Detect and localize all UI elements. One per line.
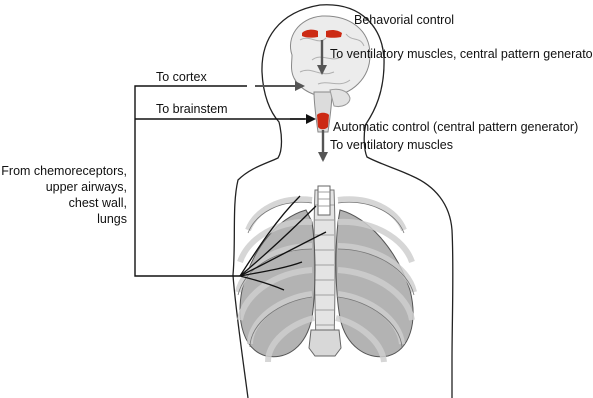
behavioral-control-label: Behavorial control [354,13,454,28]
afferent-sources-label: From chemoreceptors, upper airways, ches… [1,163,127,227]
automatic-control-label: Automatic control (central pattern gener… [333,120,578,135]
to-ventilatory-cpg-label: To ventilatory muscles, central pattern … [330,47,593,62]
lower-vertebra [309,330,341,356]
to-brainstem-label: To brainstem [156,102,228,117]
to-ventilatory-muscles-label: To ventilatory muscles [330,138,453,153]
trachea [318,186,330,215]
automatic-control-region [317,113,329,130]
to-cortex-label: To cortex [156,70,207,85]
